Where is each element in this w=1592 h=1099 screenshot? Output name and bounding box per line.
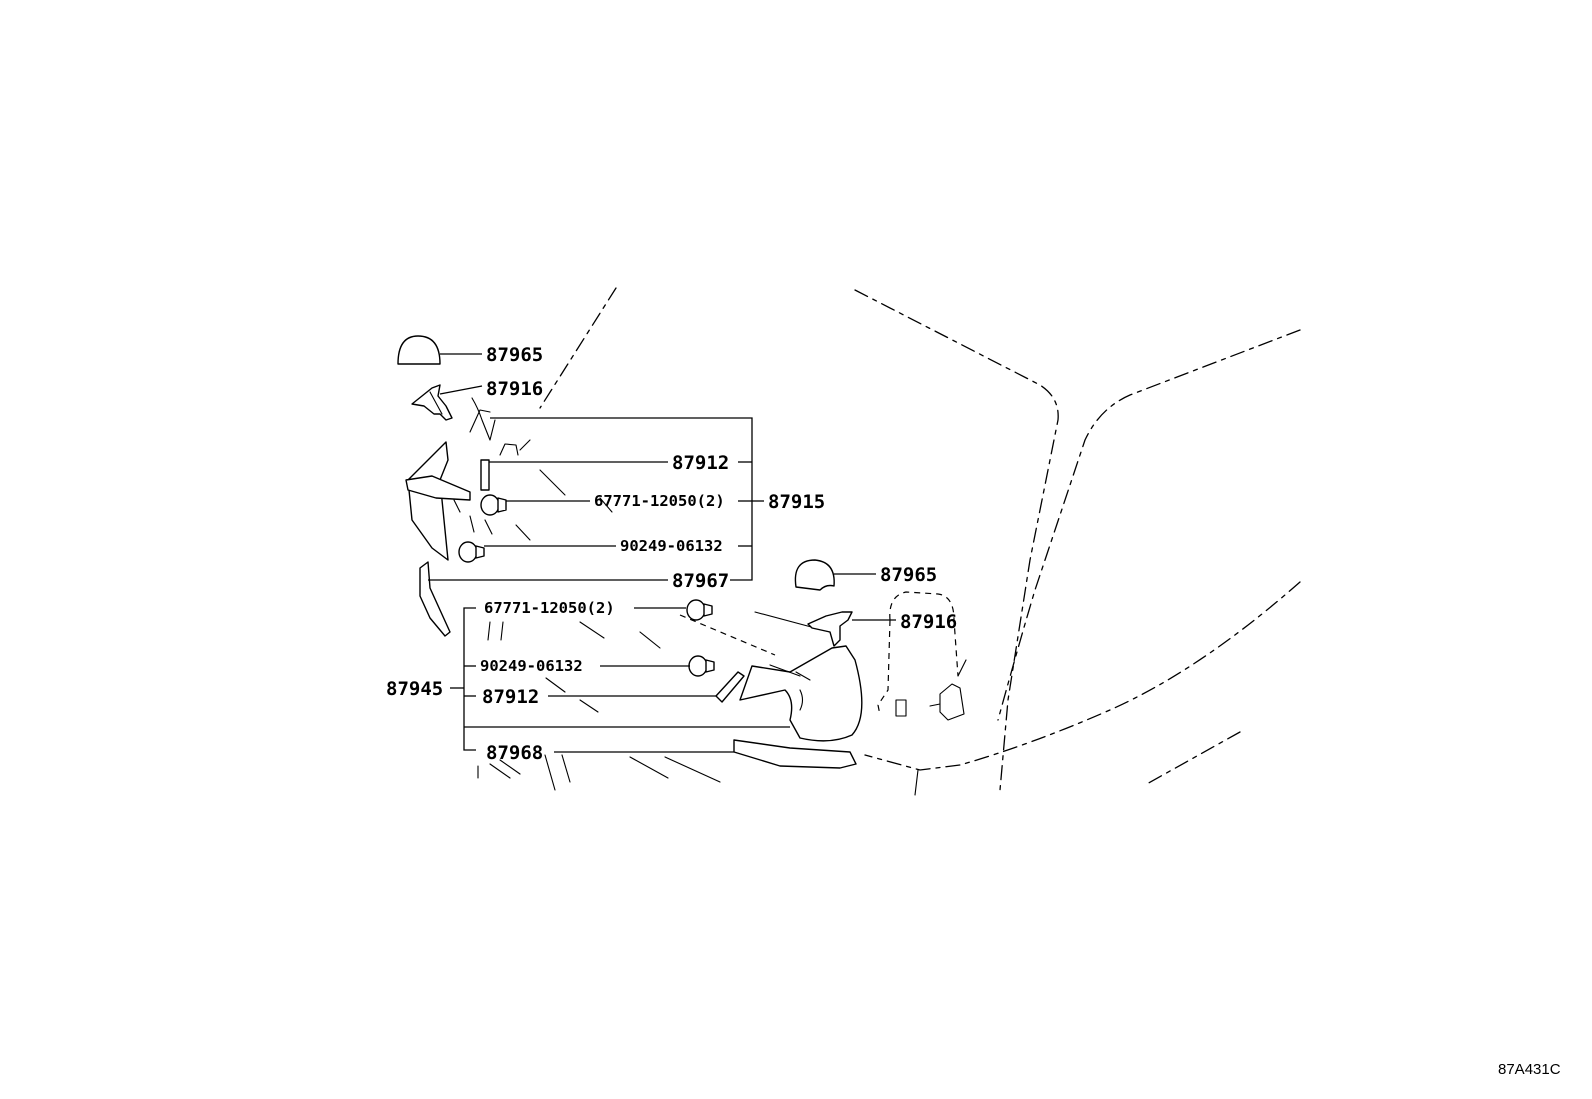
label-cap-top[interactable]: 87965 <box>486 344 543 366</box>
label-garnish-low[interactable]: 87968 <box>486 742 543 764</box>
bracket-top <box>411 384 453 421</box>
screw-top <box>458 541 485 563</box>
label-clip-top[interactable]: 67771-12050(2) <box>594 492 725 510</box>
clip-mid <box>686 599 713 621</box>
label-bracket-mid[interactable]: 87916 <box>900 611 957 633</box>
label-bracket-top[interactable]: 87916 <box>486 378 543 400</box>
label-cap-mid[interactable]: 87965 <box>880 564 937 586</box>
bracket-mid <box>807 611 853 647</box>
label-screw-top[interactable]: 90249-06132 <box>620 537 723 555</box>
label-garnish-top[interactable]: 87967 <box>672 570 729 592</box>
label-assembly-right[interactable]: 87915 <box>768 491 825 513</box>
label-panel-mid[interactable]: 87912 <box>482 686 539 708</box>
lower-assembly-drawing <box>686 599 863 769</box>
label-screw-mid[interactable]: 90249-06132 <box>480 657 583 675</box>
diagram-code: 87A431C <box>1498 1061 1561 1078</box>
cap-mid <box>794 559 835 591</box>
upper-assembly-drawing <box>405 397 531 637</box>
label-assembly-left[interactable]: 87945 <box>386 678 443 700</box>
clip-top <box>480 494 507 516</box>
label-clip-mid[interactable]: 67771-12050(2) <box>484 599 615 617</box>
vehicle-body-outline <box>477 287 1301 796</box>
cap-top <box>397 335 441 365</box>
leader-lines <box>428 353 896 753</box>
part-labels: 87965 87916 87912 67771-12050(2) 87915 9… <box>386 344 1561 1078</box>
quarter-panel-drawing <box>877 591 967 721</box>
label-panel-top[interactable]: 87912 <box>672 452 729 474</box>
screw-mid <box>688 655 715 677</box>
